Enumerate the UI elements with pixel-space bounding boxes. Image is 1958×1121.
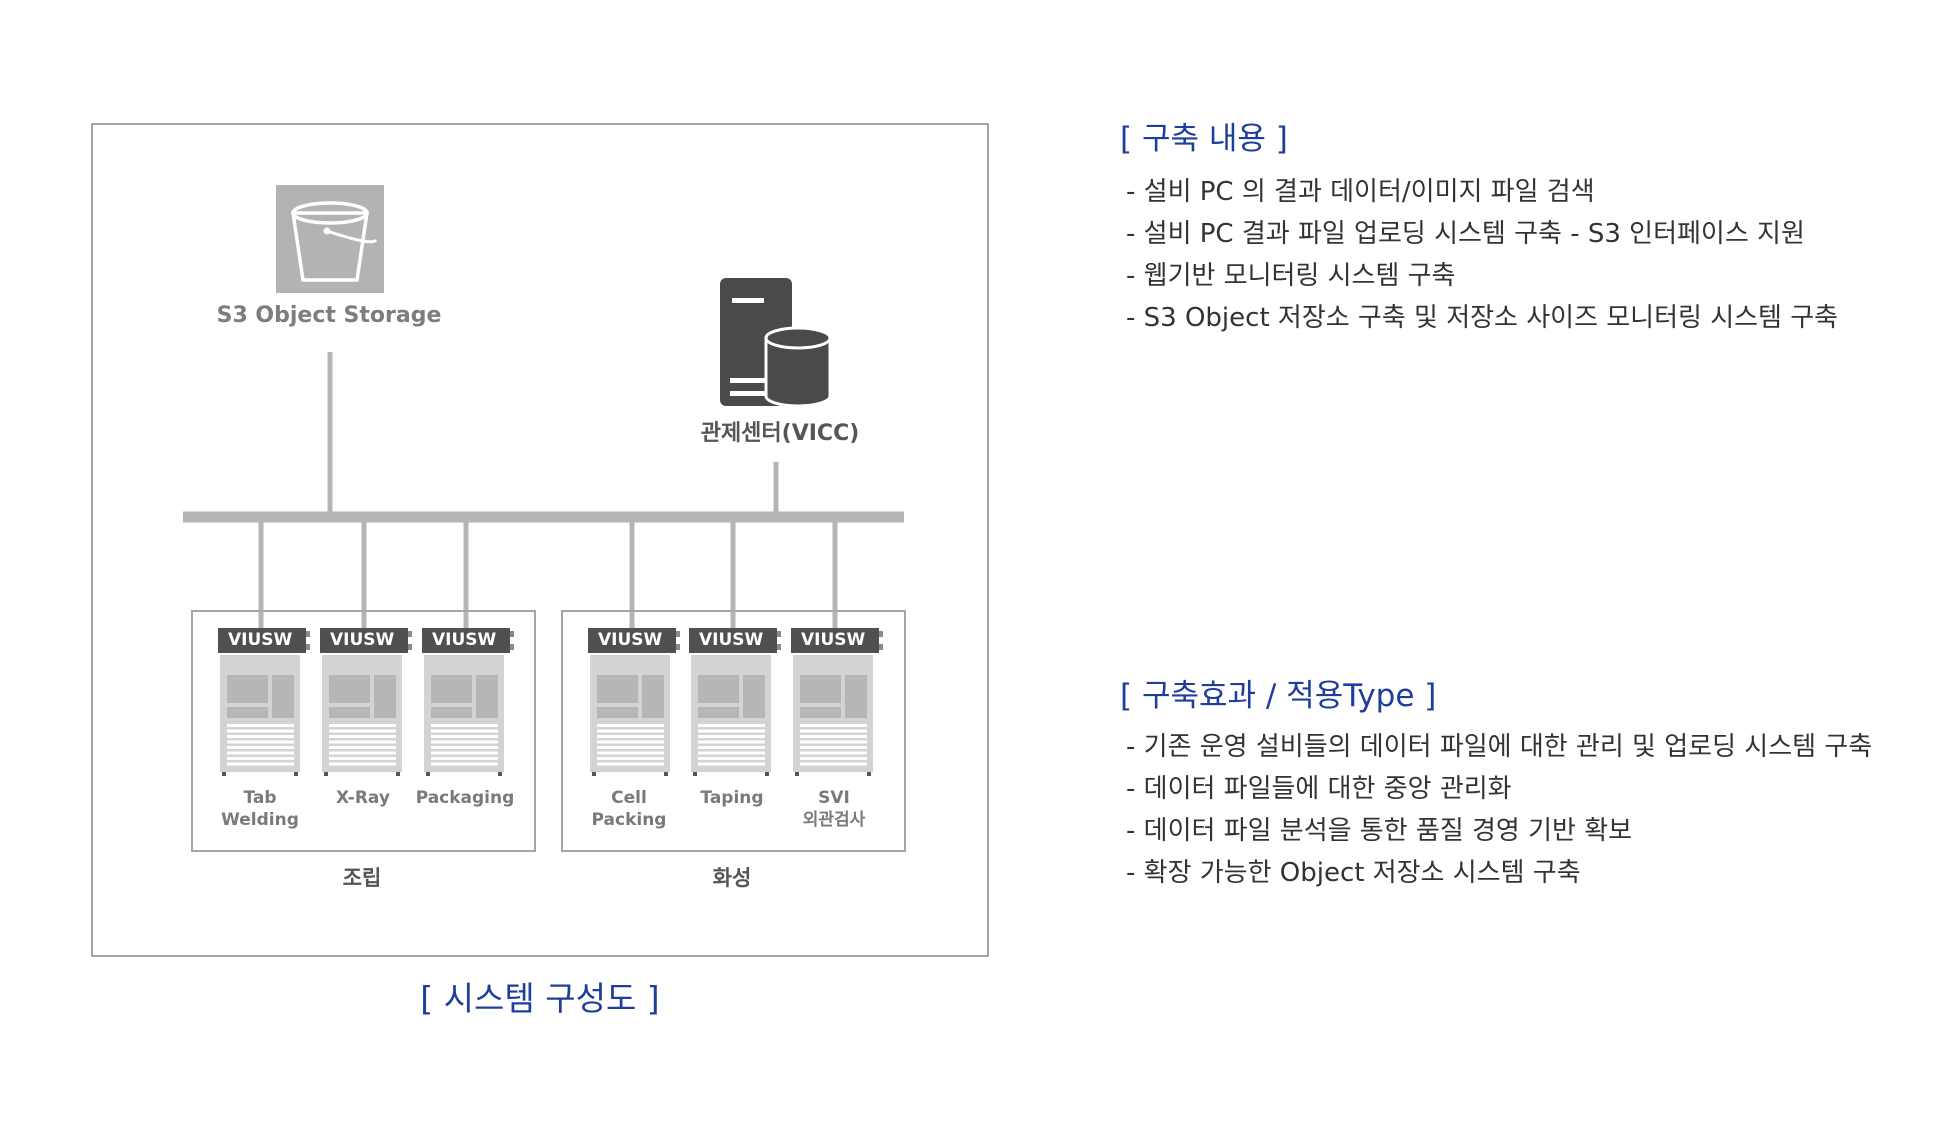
effect-section-list: - 기존 운영 설비들의 데이터 파일에 대한 관리 및 업로딩 시스템 구축 … <box>1126 726 1872 894</box>
device-label-line: Cell <box>611 788 647 808</box>
control-center-label: 관제센터(VICC) <box>700 421 860 446</box>
device-label-packaging: Packaging <box>410 787 520 809</box>
device-label-line: X-Ray <box>336 788 390 808</box>
diagram-caption: [ 시스템 구성도 ] <box>420 979 660 1018</box>
list-item: - 설비 PC 결과 파일 업로딩 시스템 구축 - S3 인터페이스 지원 <box>1126 219 1805 249</box>
build-section-title: [ 구축 내용 ] <box>1120 121 1288 157</box>
group-box-formation <box>561 610 906 852</box>
equipment-icon <box>322 631 412 776</box>
system-diagram-frame <box>91 123 989 957</box>
server-database-icon <box>720 278 832 408</box>
list-item: - 데이터 파일 분석을 통한 품질 경영 기반 확보 <box>1126 816 1633 846</box>
list-item: - 웹기반 모니터링 시스템 구축 <box>1126 261 1456 291</box>
device-label-svi: SVI 외관검사 <box>779 787 889 831</box>
s3-bucket-icon <box>276 185 384 293</box>
group-label-formation: 화성 <box>712 866 752 890</box>
equipment-icon <box>691 631 781 776</box>
group-label-assembly: 조립 <box>342 866 382 890</box>
list-item: - 확장 가능한 Object 저장소 시스템 구축 <box>1126 858 1581 888</box>
device-label-cell-packing: Cell Packing <box>574 787 684 831</box>
device-label-line: Taping <box>700 788 764 808</box>
switch-label: VIUSW <box>588 628 676 653</box>
equipment-icon <box>590 631 680 776</box>
build-section-list: - 설비 PC 의 결과 데이터/이미지 파일 검색 - 설비 PC 결과 파일… <box>1126 171 1838 339</box>
device-label-line: Tab <box>243 788 277 808</box>
list-item: - 데이터 파일들에 대한 중앙 관리화 <box>1126 774 1512 804</box>
list-item: - S3 Object 저장소 구축 및 저장소 사이즈 모니터링 시스템 구축 <box>1126 303 1839 333</box>
switch-label: VIUSW <box>791 628 879 653</box>
effect-section-title: [ 구축효과 / 적용Type ] <box>1120 678 1437 714</box>
equipment-icon <box>793 631 883 776</box>
list-item: - 기존 운영 설비들의 데이터 파일에 대한 관리 및 업로딩 시스템 구축 <box>1126 732 1873 762</box>
s3-storage-label: S3 Object Storage <box>216 303 442 328</box>
switch-label: VIUSW <box>218 628 306 653</box>
equipment-icon <box>220 631 310 776</box>
device-label-x-ray: X-Ray <box>308 787 418 809</box>
device-label-taping: Taping <box>677 787 787 809</box>
switch-label: VIUSW <box>422 628 510 653</box>
device-label-line: Welding <box>221 810 299 830</box>
group-box-assembly <box>191 610 536 852</box>
device-label-line: Packaging <box>415 788 515 808</box>
device-label-tab-welding: Tab Welding <box>205 787 315 831</box>
device-label-line: SVI <box>818 788 850 808</box>
equipment-icon <box>424 631 514 776</box>
device-label-line: Packing <box>591 810 667 830</box>
device-label-line: 외관검사 <box>802 810 866 830</box>
switch-label: VIUSW <box>689 628 777 653</box>
switch-label: VIUSW <box>320 628 408 653</box>
equipment-machines <box>220 631 883 776</box>
list-item: - 설비 PC 의 결과 데이터/이미지 파일 검색 <box>1126 177 1595 207</box>
